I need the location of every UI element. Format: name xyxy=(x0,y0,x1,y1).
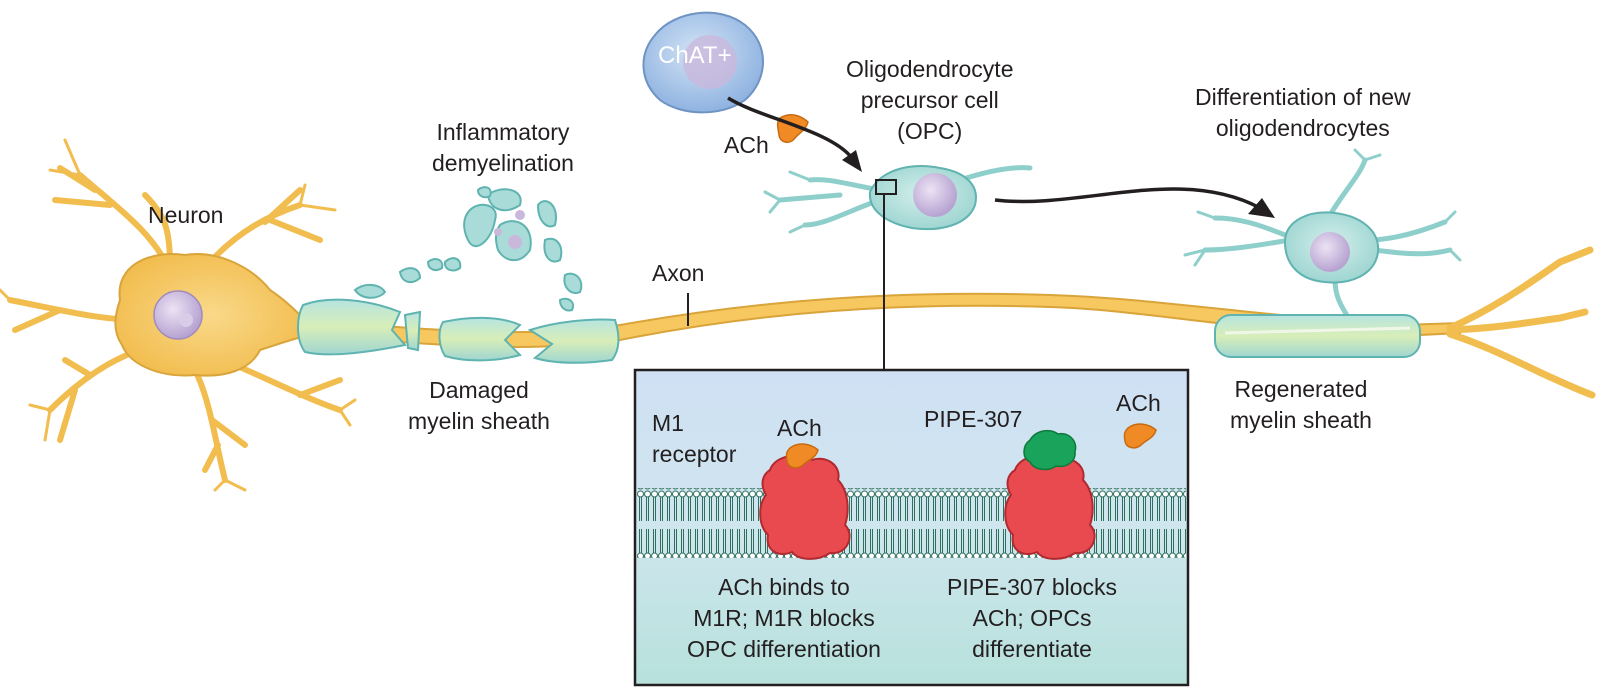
ach-release-arrow xyxy=(727,96,854,160)
pipe-307-molecule xyxy=(1023,429,1077,471)
differentiation-arrow xyxy=(994,187,1261,210)
caption-right: PIPE-307 blocks ACh; OPCs differentiate xyxy=(947,574,1118,662)
ach-label-top: ACh xyxy=(724,132,769,158)
ach-label-inset-left: ACh xyxy=(777,415,822,441)
caption-left: ACh binds to M1R; M1R blocks OPC differe… xyxy=(687,574,881,662)
opc-inset-marker xyxy=(875,179,897,195)
regenerated-myelin-sheath xyxy=(1214,314,1421,358)
regenerated-myelin-label: Regenerated myelin sheath xyxy=(1230,376,1372,433)
damaged-myelin-sheath xyxy=(297,284,620,364)
damaged-myelin-label: Damaged myelin sheath xyxy=(408,377,550,434)
m1-receptor-right xyxy=(1004,454,1096,560)
m1-receptor-left xyxy=(759,454,851,560)
cell-membrane xyxy=(637,488,1186,558)
axon-label: Axon xyxy=(652,260,705,286)
m1-receptor-label: M1 receptor xyxy=(652,410,737,467)
ach-bound-left xyxy=(785,443,819,469)
chat-label: ChAT+ xyxy=(658,42,732,69)
neuron xyxy=(0,138,357,492)
myelin-debris xyxy=(398,186,583,312)
inflammatory-demyelination-label: Inflammatory demyelination xyxy=(432,119,574,176)
ach-free-right xyxy=(1123,423,1157,449)
differentiation-label: Differentiation of new oligodendrocytes xyxy=(1195,84,1411,141)
neuron-nucleus xyxy=(153,290,203,340)
opc-cell xyxy=(763,165,1033,234)
ach-label-inset-right: ACh xyxy=(1116,390,1161,416)
pipe-307-label: PIPE-307 xyxy=(924,406,1023,432)
chat-cell xyxy=(642,11,764,114)
new-oligodendrocyte xyxy=(1183,148,1462,323)
opc-label: Oligodendrocyte precursor cell (OPC) xyxy=(846,56,1014,144)
axon-terminals xyxy=(1446,246,1596,399)
neuron-label: Neuron xyxy=(148,202,224,228)
inset-panel xyxy=(633,368,1190,687)
